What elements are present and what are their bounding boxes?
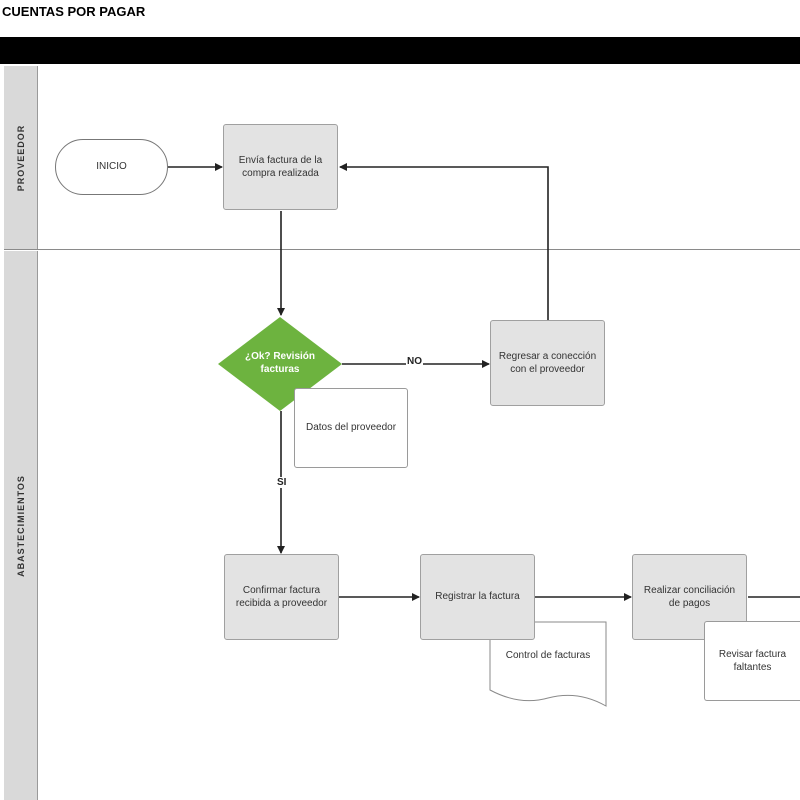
- process-regresar[interactable]: Regresar a conección con el proveedor: [490, 320, 605, 406]
- data-datos-proveedor[interactable]: Datos del proveedor: [294, 388, 408, 468]
- decision-diamond[interactable]: [218, 317, 342, 411]
- process-regresar-label: Regresar a conección con el proveedor: [498, 350, 597, 376]
- data-revisar-faltantes-label: Revisar factura faltantes: [718, 648, 787, 674]
- edge-label-no: NO: [406, 356, 423, 367]
- start-terminal[interactable]: INICIO: [55, 139, 168, 195]
- process-confirmar-label: Confirmar factura recibida a proveedor: [235, 584, 328, 610]
- process-confirmar[interactable]: Confirmar factura recibida a proveedor: [224, 554, 339, 640]
- data-revisar-faltantes[interactable]: Revisar factura faltantes: [704, 621, 800, 701]
- lane-divider: [4, 249, 800, 250]
- process-conciliacion-label: Realizar conciliación de pagos: [643, 584, 736, 610]
- lane-header-proveedor: PROVEEDOR: [4, 66, 38, 249]
- document-control-facturas[interactable]: Control de facturas: [490, 622, 606, 690]
- edge-regresar-envia: [339, 163, 549, 320]
- decision-revision-label: ¿Ok? Revisión facturas: [244, 350, 315, 376]
- page-title: CUENTAS POR PAGAR: [2, 4, 146, 19]
- process-envia-factura[interactable]: Envía factura de la compra realizada: [223, 124, 338, 210]
- title-bar: [0, 37, 800, 64]
- document-control-facturas-label: Control de facturas: [505, 650, 591, 662]
- process-registrar[interactable]: Registrar la factura: [420, 554, 535, 640]
- process-registrar-label: Registrar la factura: [435, 591, 520, 603]
- process-envia-factura-label: Envía factura de la compra realizada: [238, 154, 323, 180]
- start-label: INICIO: [96, 161, 127, 173]
- control-document-shape: [489, 621, 607, 707]
- edge-label-si: SI: [276, 477, 288, 488]
- lane-header-abastecimientos: ABASTECIMIENTOS: [4, 251, 38, 800]
- data-datos-proveedor-label: Datos del proveedor: [305, 422, 397, 434]
